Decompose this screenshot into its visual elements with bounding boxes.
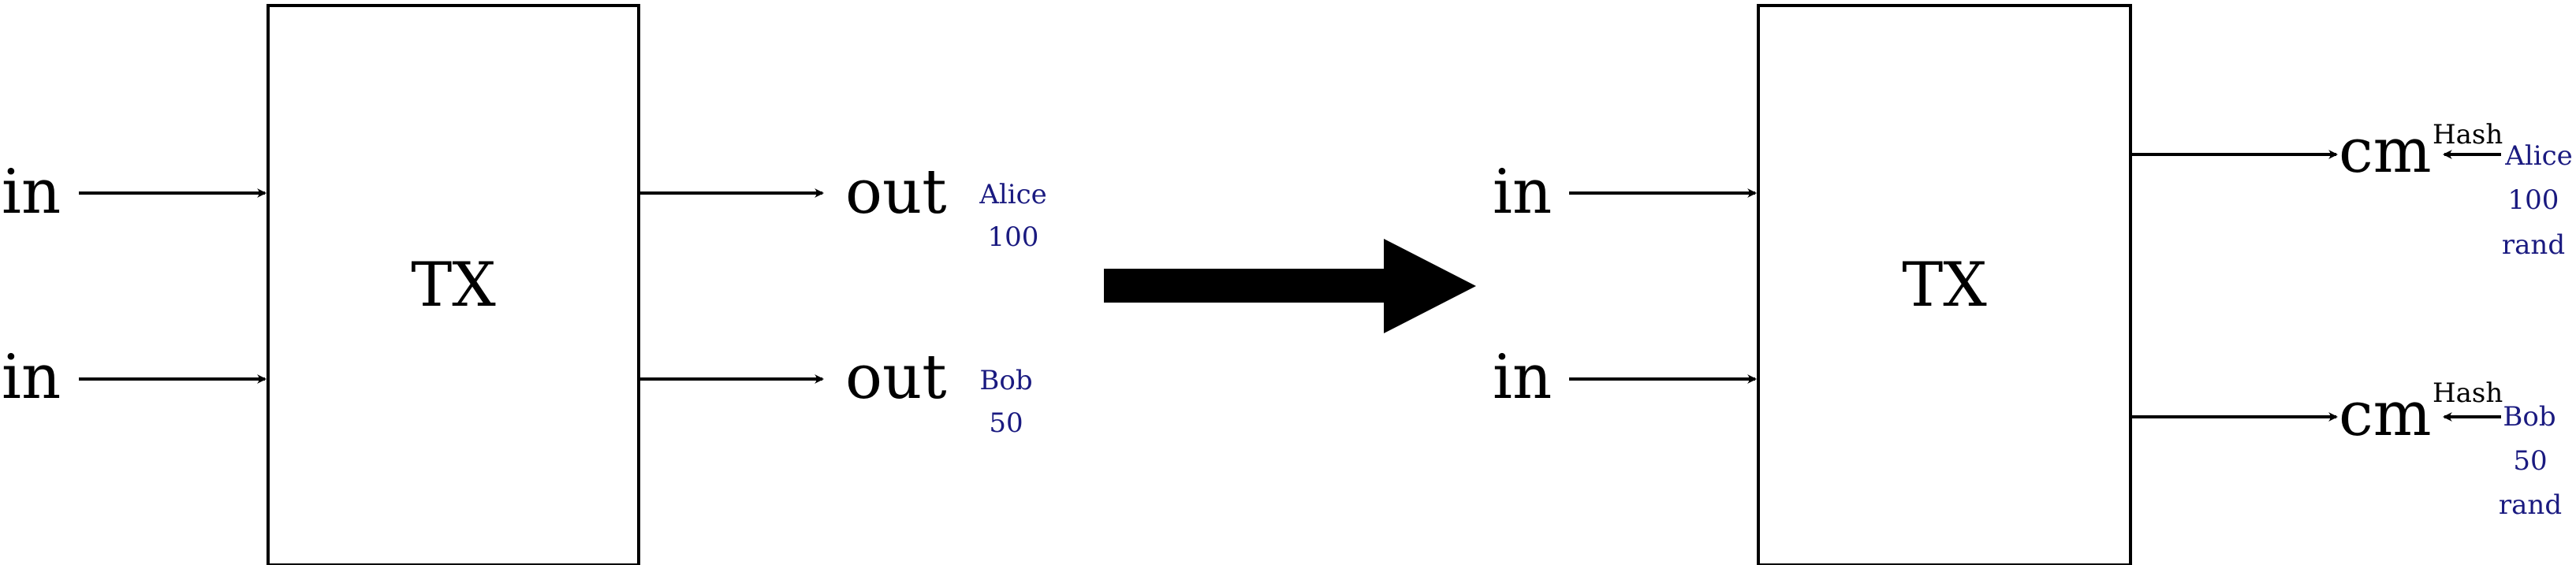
right-transaction: TX in in cm cm Hash Hash Alice 100 rand … bbox=[1493, 4, 2573, 565]
left-note-2-amount: 50 bbox=[989, 407, 1023, 439]
right-note-1-name: Alice bbox=[2504, 140, 2572, 172]
right-note-1-rand: rand bbox=[2502, 229, 2565, 261]
left-output-label-2: out bbox=[845, 342, 947, 413]
left-tx-label: TX bbox=[411, 250, 496, 321]
right-input-label-1: in bbox=[1493, 157, 1552, 228]
hash-label-1: Hash bbox=[2432, 119, 2503, 151]
right-tx-label: TX bbox=[1902, 250, 1987, 321]
right-tx-box bbox=[1757, 4, 2132, 565]
left-note-2-name: Bob bbox=[979, 365, 1032, 396]
left-input-label-2: in bbox=[2, 342, 61, 413]
right-output-label-2: cm bbox=[2339, 379, 2432, 450]
arrow-right-icon bbox=[1104, 239, 1476, 333]
right-note-2-name: Bob bbox=[2503, 401, 2555, 433]
right-note-2-amount: 50 bbox=[2513, 445, 2547, 477]
left-tx-box bbox=[267, 4, 640, 565]
left-output-label-1: out bbox=[845, 157, 947, 228]
left-input-label-1: in bbox=[2, 157, 61, 228]
right-input-label-2: in bbox=[1493, 342, 1552, 413]
left-note-1-amount: 100 bbox=[988, 221, 1039, 253]
right-output-label-1: cm bbox=[2339, 116, 2432, 187]
hash-label-2: Hash bbox=[2432, 377, 2503, 409]
left-note-1-name: Alice bbox=[979, 179, 1046, 210]
right-note-2-rand: rand bbox=[2499, 489, 2562, 521]
left-transaction: TX in in out out Alice 100 Bob 50 bbox=[2, 4, 1047, 565]
right-note-1-amount: 100 bbox=[2508, 184, 2559, 216]
